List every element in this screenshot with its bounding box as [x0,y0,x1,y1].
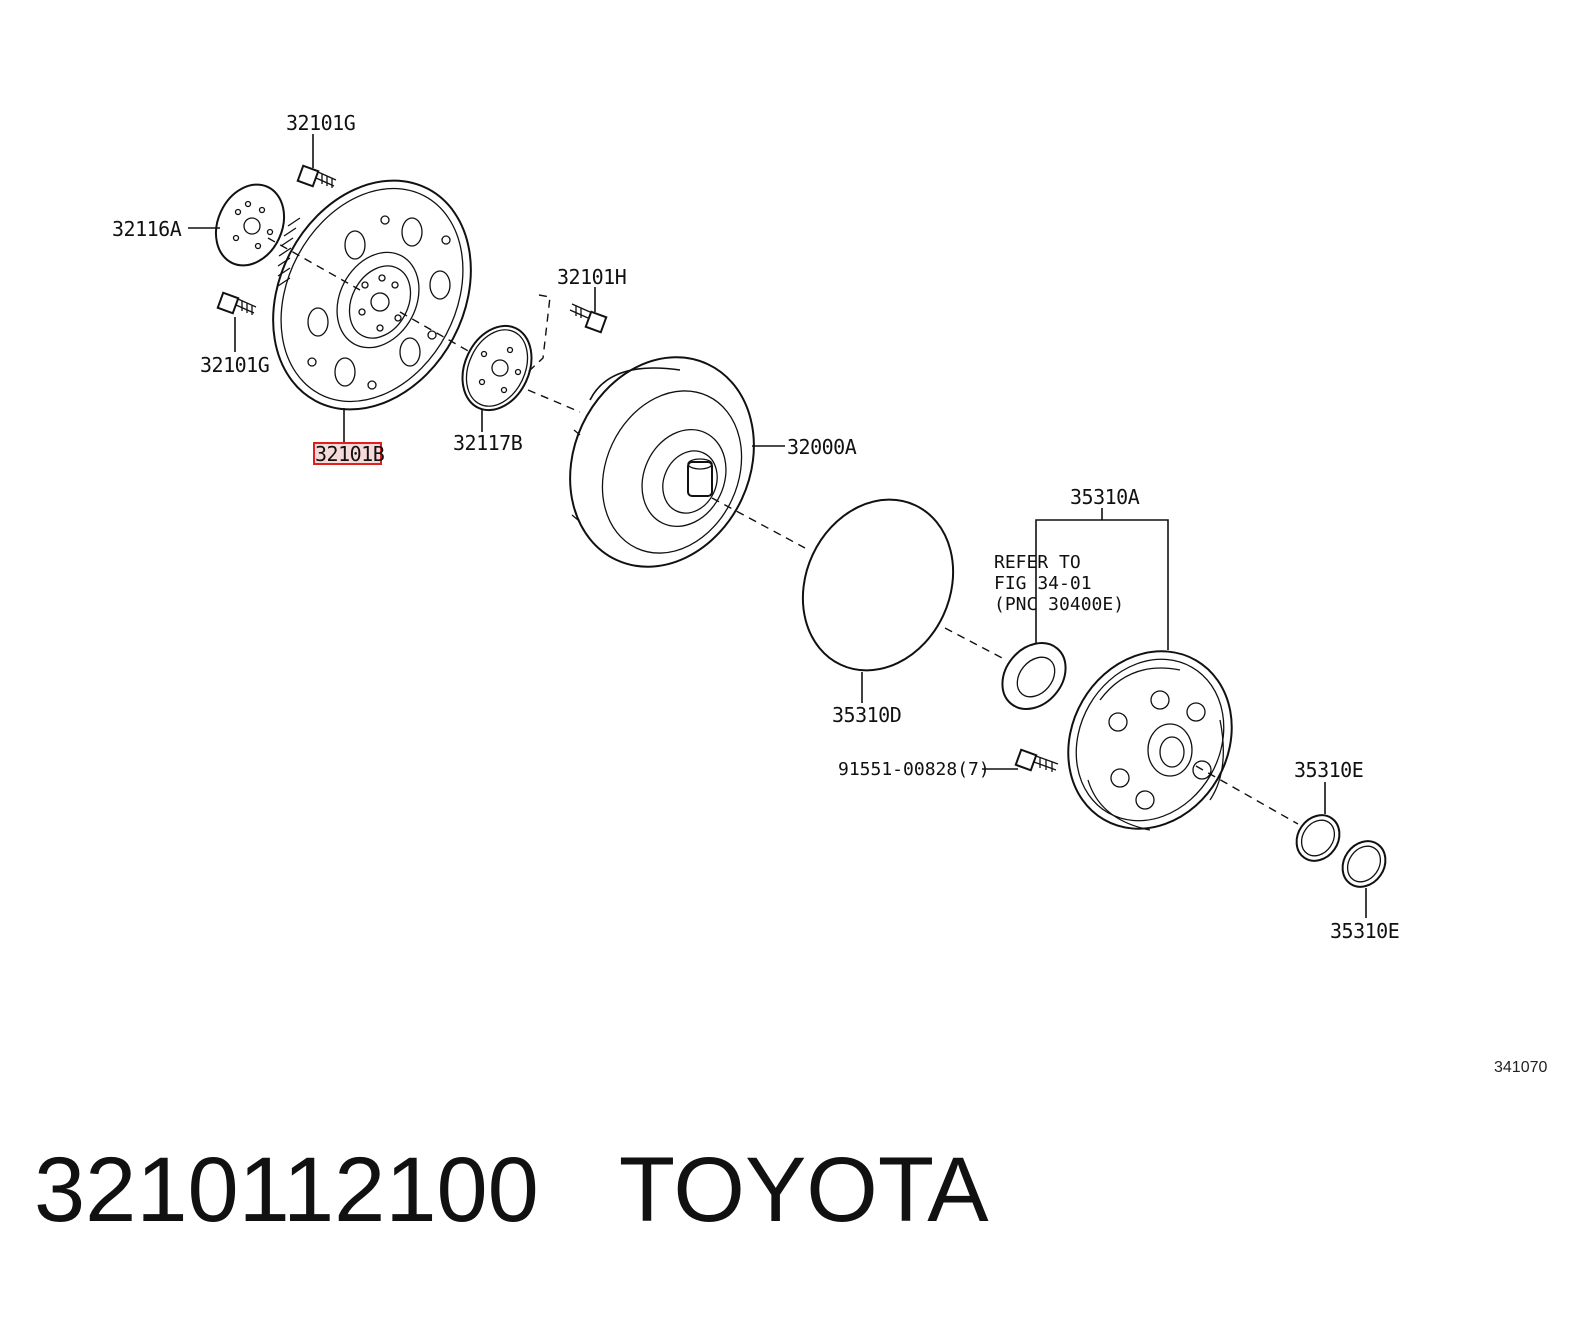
bolt-91551-00828[interactable] [1014,748,1059,772]
assembly-axis [267,237,1299,825]
torque-converter-32000A[interactable] [537,327,788,597]
bolt-32101G-top[interactable] [296,164,337,188]
oil-pump-body-35310A[interactable] [1036,621,1263,858]
callout-35310E-bottom: 35310E [1330,919,1399,943]
callout-32117B: 32117B [453,431,523,455]
refer-note-line1: REFER TO [994,552,1081,573]
refer-note-line2: FIG 34-01 [994,573,1092,594]
callout-32101G-bottom: 32101G [200,353,269,377]
callout-32116A: 32116A [112,217,182,241]
seal-ring-35310E-bottom[interactable] [1334,833,1394,895]
callout-32101H: 32101H [557,265,626,289]
spacer-plate-32116A[interactable] [203,173,297,276]
bolt-32101H[interactable] [569,303,608,334]
oil-seal[interactable] [989,630,1078,721]
callout-32101G-top: 32101G [286,111,355,135]
o-ring-35310D[interactable] [776,475,981,695]
drive-plate-32101B[interactable] [234,146,509,444]
part-caption: 3210112100 TOYOTA [34,1138,1069,1243]
bolt-32101G-bottom[interactable] [216,291,257,315]
refer-note-line3: (PNC 30400E) [994,594,1124,615]
figure-number: 341070 [1494,1059,1547,1076]
callout-35310E-top: 35310E [1294,758,1363,782]
spacer-plate-32117B[interactable] [449,315,544,422]
caption-brand: TOYOTA [618,1139,989,1241]
callout-32101B[interactable]: 32101B [315,442,385,466]
callout-32000A: 32000A [787,435,857,459]
callout-35310D: 35310D [832,703,901,727]
highlight-box-32101B [313,442,382,465]
leader-lines [188,134,1367,918]
callout-91551-00828: 91551-00828(7) [838,759,990,780]
caption-part-number: 3210112100 [34,1139,539,1241]
seal-ring-35310E-top[interactable] [1288,807,1348,869]
callout-35310A: 35310A [1070,485,1140,509]
